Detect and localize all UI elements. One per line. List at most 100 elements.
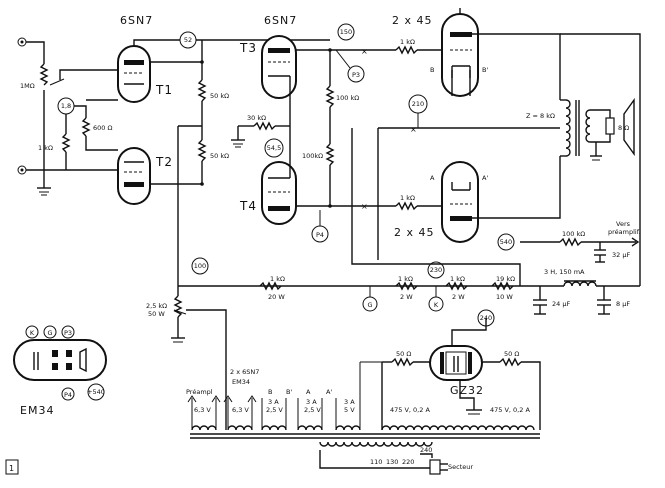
output-type-lower-label: 2 x 45 [394,226,435,239]
t34-type-label: 6SN7 [264,14,297,27]
tap-5v-label: 5 V [344,406,355,414]
cross-mark-top: × [361,47,368,56]
voltage-230-label: 230 [430,266,442,274]
grid-30k-label: 30 kΩ [247,114,266,122]
test-point-g-label: G [367,301,372,309]
t2-label: T2 [155,155,173,169]
cross-mark-mid: × [410,125,417,134]
t4-label: T4 [239,199,257,213]
supply-resistor-1k-2w-a [395,281,418,291]
tap-3a-2-label: 3 A [306,398,317,406]
tap-w2-label: 6,3 V [232,406,249,414]
rect-left-label: 50 Ω [396,350,411,358]
output-type-label: 2 x 45 [392,14,433,27]
voltage-230-marker [427,261,445,279]
eye-g-label: G [47,329,52,337]
output-tube-lower: 2 x 45 A A' [394,161,488,243]
tap-25v-1-label: 2,5 V [266,406,283,414]
tap-hv-right-label: 475 V, 0,2 A [490,406,530,414]
voltage-54-5-label: 54,5 [267,144,281,152]
grid-a-top-label: 1 kΩ [400,38,415,46]
gz32-rectifier: GZ32 [429,345,484,397]
voltage-540-label: 540 [500,238,512,246]
tap-3a-1-label: 3 A [268,398,279,406]
eye-540-label: +540 [87,388,105,396]
output-tube-upper: 2 x 45 B B' [392,13,488,97]
speaker-voice-coil [605,117,615,135]
cap-32-label: 32 μF [612,251,630,259]
filament-b-label: B [430,66,434,74]
supply-1-label: 1 kΩ [270,275,285,283]
em34-tuning-eye: K G P3 P4 +540 EM34 [13,325,107,417]
eye-k-label: K [30,329,35,337]
filament-a-prime-label: A' [482,174,488,182]
test-point-k-label: K [434,301,439,309]
supply-resistor-19k [491,281,514,291]
grid-resistor-100k-t3 [325,85,335,108]
cathode-1k-label: 1 kΩ [38,144,53,152]
eye-p3-label: P3 [64,329,72,337]
output-transformer: Z = 8 kΩ 8 Ω [526,97,635,161]
tap-pair-label-1: 2 x 6SN7 [230,368,259,376]
secteur-label: Secteur [448,463,473,471]
cathode-resistor-600 [81,117,91,137]
bias-pot-label: 2,5 kΩ [146,302,167,310]
eye-type-label: EM34 [20,404,54,417]
mains-130-label: 130 [386,458,398,466]
grid-resistor-a-bottom [395,201,418,211]
grid-resistor-30k [253,121,276,131]
supply-4-watt-label: 10 W [496,293,513,301]
filter-choke [563,281,597,287]
power-transformer: Préampl 6,3 V 2 x 6SN7 EM34 6,3 V B B' A… [186,361,540,475]
mains-110-label: 110 [370,458,382,466]
plate-resistor-t2 [197,139,207,162]
voltage-54-5-marker [264,138,284,158]
voltage-52-marker [179,31,197,49]
t12-type-label: 6SN7 [120,14,153,27]
grid-100k-t3-label: 100 kΩ [336,94,359,102]
bias-potentiometer [173,295,183,318]
supply-1-watt-label: 20 W [268,293,285,301]
mains-plug-icon [429,459,441,475]
t3-label: T3 [239,41,257,55]
mains-220-label: 220 [402,458,414,466]
bias-pot-watt-label: 50 W [148,310,165,318]
voltage-1-8-label: 1,8 [61,102,71,110]
supply-2-watt-label: 2 W [400,293,413,301]
test-point-p3-label: P3 [352,71,360,79]
test-point-p3 [347,65,365,83]
supply-4-label: 19 kΩ [496,275,515,283]
cathode-resistor-1k [61,133,71,153]
choke-label: 3 H, 150 mA [544,268,585,276]
input-potentiometer [39,63,49,86]
grid-a-bottom-label: 1 kΩ [400,194,415,202]
rect-resistor-left [391,357,414,367]
voltage-150-marker [337,23,355,41]
mains-240-label: 240 [420,446,432,454]
grid-resistor-100k-t4 [325,143,335,166]
supply-3-label: 1 kΩ [450,275,465,283]
tap-b-prime-label: B' [286,388,292,396]
rect-resistor-right [499,357,522,367]
plate-resistor-t1 [197,79,207,102]
voltage-1-8-marker [57,97,75,115]
tube-t1: 6SN7 T1 [117,14,172,103]
voltage-100-label: 100 [194,262,206,270]
cathode-600-label: 600 Ω [93,124,112,132]
tap-preampl-label: Préampl [186,388,213,396]
rect-type-label: GZ32 [450,384,484,397]
speaker-icon [623,97,635,157]
tap-25v-2-label: 2,5 V [304,406,321,414]
input-pot-label: 1MΩ [20,82,35,90]
test-point-p4-label: P4 [316,231,324,239]
tap-hv-left-label: 475 V, 0,2 A [390,406,430,414]
voltage-100-marker [191,257,209,275]
transformer-impedance-label: Z = 8 kΩ [526,112,555,120]
plate-t2-label: 50 kΩ [210,152,229,160]
rect-right-label: 50 Ω [504,350,519,358]
voltage-210-label: 210 [412,100,424,108]
preamp-resistor-100k [559,237,582,247]
tap-a-label: A [306,388,311,396]
tube-t2: T2 [117,147,173,205]
